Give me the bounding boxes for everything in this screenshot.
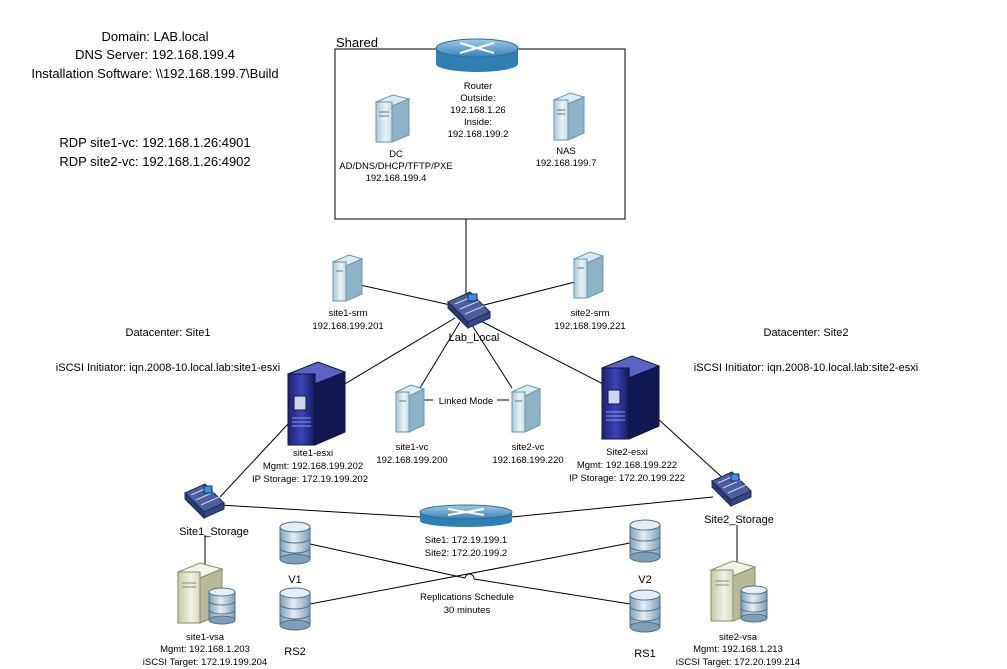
router-outside-label: Outside: [460,93,495,104]
datacenter1-title: Datacenter: Site1 [126,327,211,339]
connection-lines [204,219,738,605]
site2-vsa-icon [709,560,768,623]
site2-srm-server-icon [572,251,605,299]
v1-database-icon [279,521,311,565]
replication-label: Replications Schedule [420,592,514,603]
link-rs2-v2 [309,542,631,605]
site1-esxi-label: site1-esxi [293,448,333,459]
site1-esxi-mgmt: Mgmt: 192.168.199.202 [263,461,363,472]
dc-ip: 192.168.199.4 [366,173,427,184]
nas-server-icon [552,92,586,141]
install-text: Installation Software: \\192.168.199.7\B… [31,66,278,81]
router-outside-ip: 192.168.1.26 [450,105,505,116]
site2-vc-label: site2-vc [512,442,545,453]
dc-roles: AD/DNS/DHCP/TFTP/PXE [339,161,453,172]
site1-vc-ip: 192.168.199.200 [376,455,447,466]
datacenter1-iscsi: iSCSI Initiator: iqn.2008-10.local.lab:s… [56,362,280,374]
rs2-database-icon [279,587,311,631]
site2-storage-label: Site2_Storage [704,514,774,526]
site2-vsa-label: site2-vsa [719,632,758,643]
link-esxi2-storage2 [656,417,726,481]
router-inside-ip: 192.168.199.2 [448,129,509,140]
link-crossing-hop [464,573,475,580]
site1-vc-label: site1-vc [396,442,429,453]
site2-esxi-mgmt: Mgmt: 192.168.199.222 [577,460,677,471]
storage-router-site2-ip: Site2: 172.20.199.2 [425,548,507,559]
dc-label: DC [389,149,403,160]
site2-vc-server-icon [510,384,542,433]
link-router-storage2 [511,496,714,518]
nas-label: NAS [556,146,576,157]
storage-router-icon [419,504,513,527]
rdp-site2-text: RDP site2-vc: 192.168.1.26:4902 [59,154,250,169]
site2-srm-label: site2-srm [570,308,609,319]
storage-router-site1-ip: Site1: 172.19.199.1 [425,535,507,546]
link-srm2-lab [479,281,576,307]
dns-text: DNS Server: 192.168.199.4 [75,47,235,62]
router-icon [435,38,519,72]
site2-storage-switch-icon [711,471,752,508]
site1-vc-server-icon [394,384,426,433]
lab-local-label: Lab_Local [449,332,500,344]
link-lab-esxi1 [342,317,456,386]
datacenter2-title: Datacenter: Site2 [764,327,849,339]
rs2-label: RS2 [284,646,305,658]
site2-vsa-mgmt: Mgmt: 192.168.1.213 [693,644,783,655]
link-srm1-lab [359,284,456,307]
site2-vsa-iscsi: iSCSI Target: 172.20.199.214 [676,657,800,668]
site1-srm-ip: 192.168.199.201 [312,321,383,332]
site1-vsa-icon [176,562,236,625]
site1-storage-switch-icon [184,483,225,520]
site2-esxi-server-icon [600,355,661,440]
site1-esxi-storage-ip: IP Storage: 172.19.199.202 [252,474,368,485]
datacenter2-iscsi: iSCSI Initiator: iqn.2008-10.local.lab:s… [694,362,918,374]
domain-text: Domain: LAB.local [102,29,209,44]
site2-esxi-storage-ip: IP Storage: 172.20.199.222 [569,473,685,484]
dc-server-icon [374,94,411,143]
rs1-label: RS1 [634,648,655,660]
site1-srm-label: site1-srm [328,308,367,319]
rs1-database-icon [629,589,661,633]
linked-mode-label: Linked Mode [439,396,493,407]
rdp-site1-text: RDP site1-vc: 192.168.1.26:4901 [59,135,250,150]
link-v1-rs1-b [473,578,631,605]
link-esxi1-storage1 [219,423,289,498]
link-lab-vc1 [419,321,461,389]
replication-interval: 30 minutes [444,605,491,616]
v1-label: V1 [288,574,301,586]
shared-title: Shared [336,35,378,50]
site1-srm-server-icon [331,254,364,302]
router-inside-label: Inside: [464,117,492,128]
link-lab-vc2 [469,321,513,389]
site1-esxi-server-icon [286,361,347,446]
v2-database-icon [629,519,661,563]
v2-label: V2 [638,574,651,586]
site1-vsa-label: site1-vsa [186,632,225,643]
lab-local-switch-icon [447,291,491,330]
router-label: Router [464,81,493,92]
site1-vsa-iscsi: iSCSI Target: 172.19.199.204 [143,657,267,668]
site2-esxi-label: Site2-esxi [606,447,648,458]
link-v1-rs1-a [309,543,466,579]
site1-storage-label: Site1_Storage [179,526,249,538]
nas-ip: 192.168.199.7 [536,158,597,169]
link-lab-esxi2 [474,317,606,386]
site1-vsa-mgmt: Mgmt: 192.168.1.203 [160,644,250,655]
site2-vc-ip: 192.168.199.220 [492,455,563,466]
site2-srm-ip: 192.168.199.221 [554,321,625,332]
link-storage1-router [219,504,421,518]
